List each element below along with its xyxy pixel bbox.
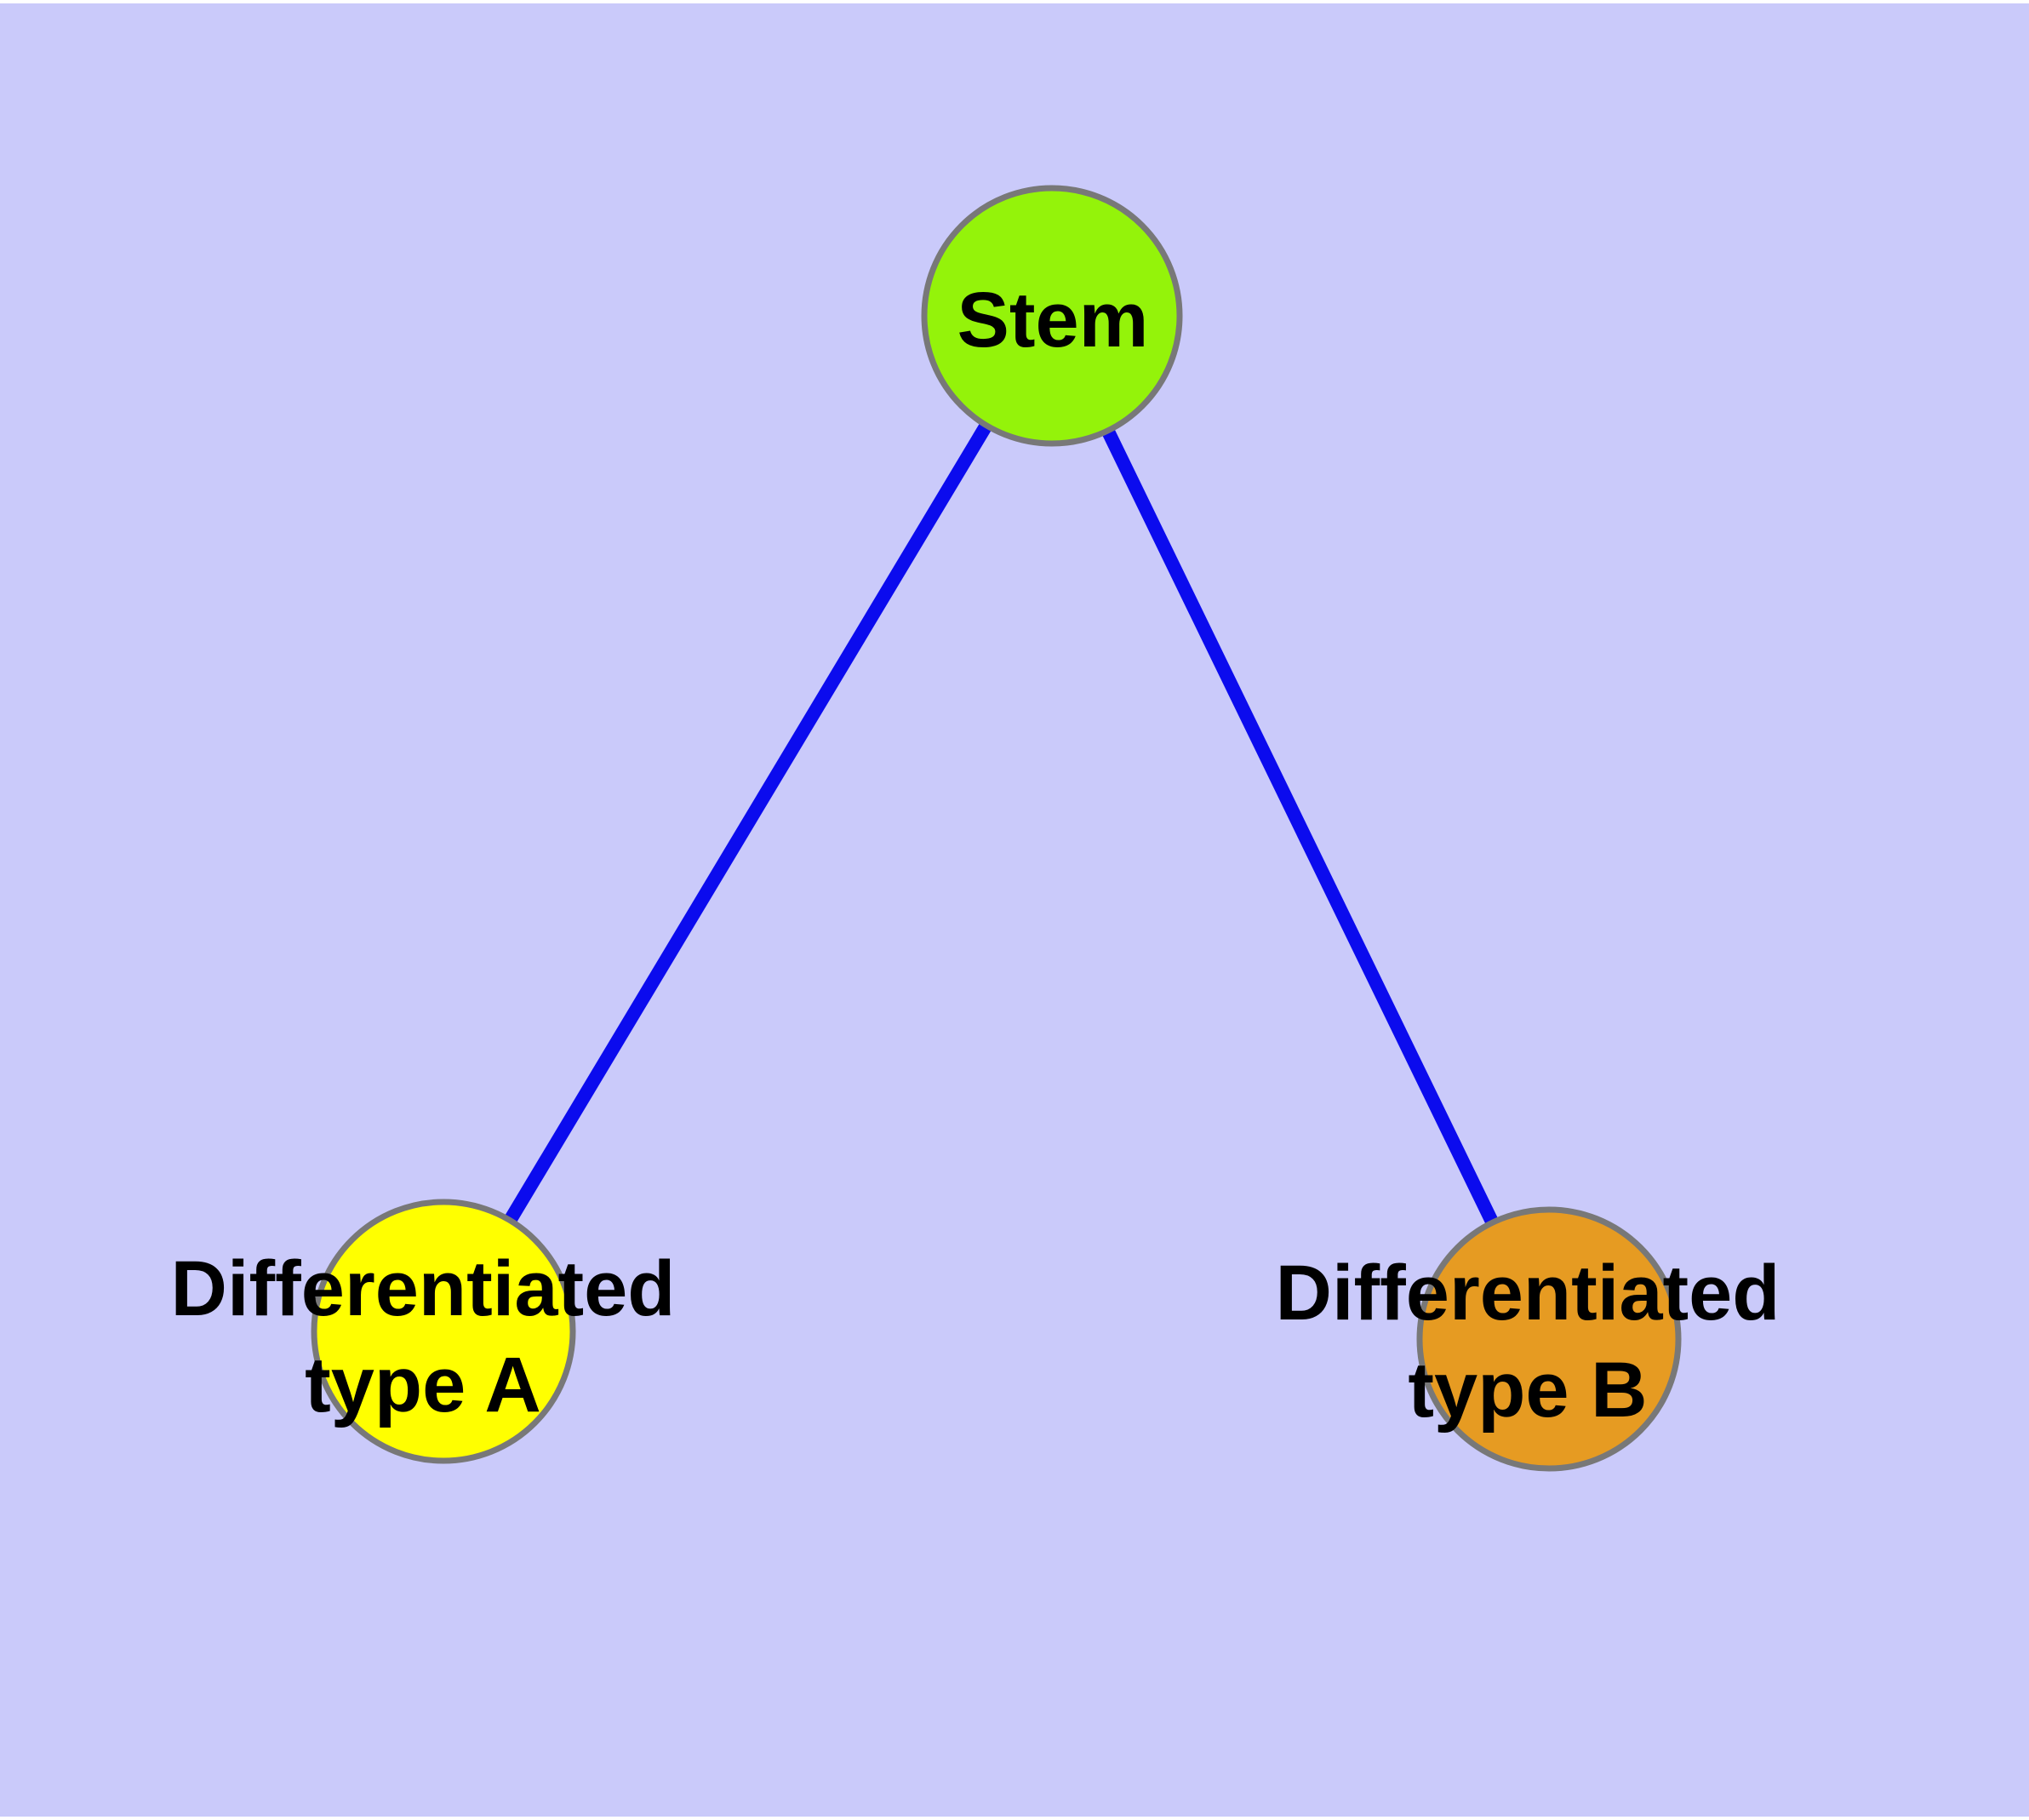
node-stem-label: Stem: [957, 277, 1149, 363]
node-type-a-label-line2: type A: [305, 1342, 541, 1428]
node-type-a-label-line1: Differentiated: [171, 1245, 676, 1332]
node-type-b-label-line1: Differentiated: [1276, 1250, 1780, 1336]
node-differentiated-type-b: [1416, 1206, 1682, 1472]
node-type-b-label-line2: type B: [1408, 1347, 1647, 1434]
node-stem: [921, 185, 1183, 447]
edge-stem-to-type-a: [437, 312, 1058, 1336]
node-differentiated-type-a: [311, 1199, 576, 1464]
edge-stem-to-type-b: [1045, 312, 1556, 1342]
